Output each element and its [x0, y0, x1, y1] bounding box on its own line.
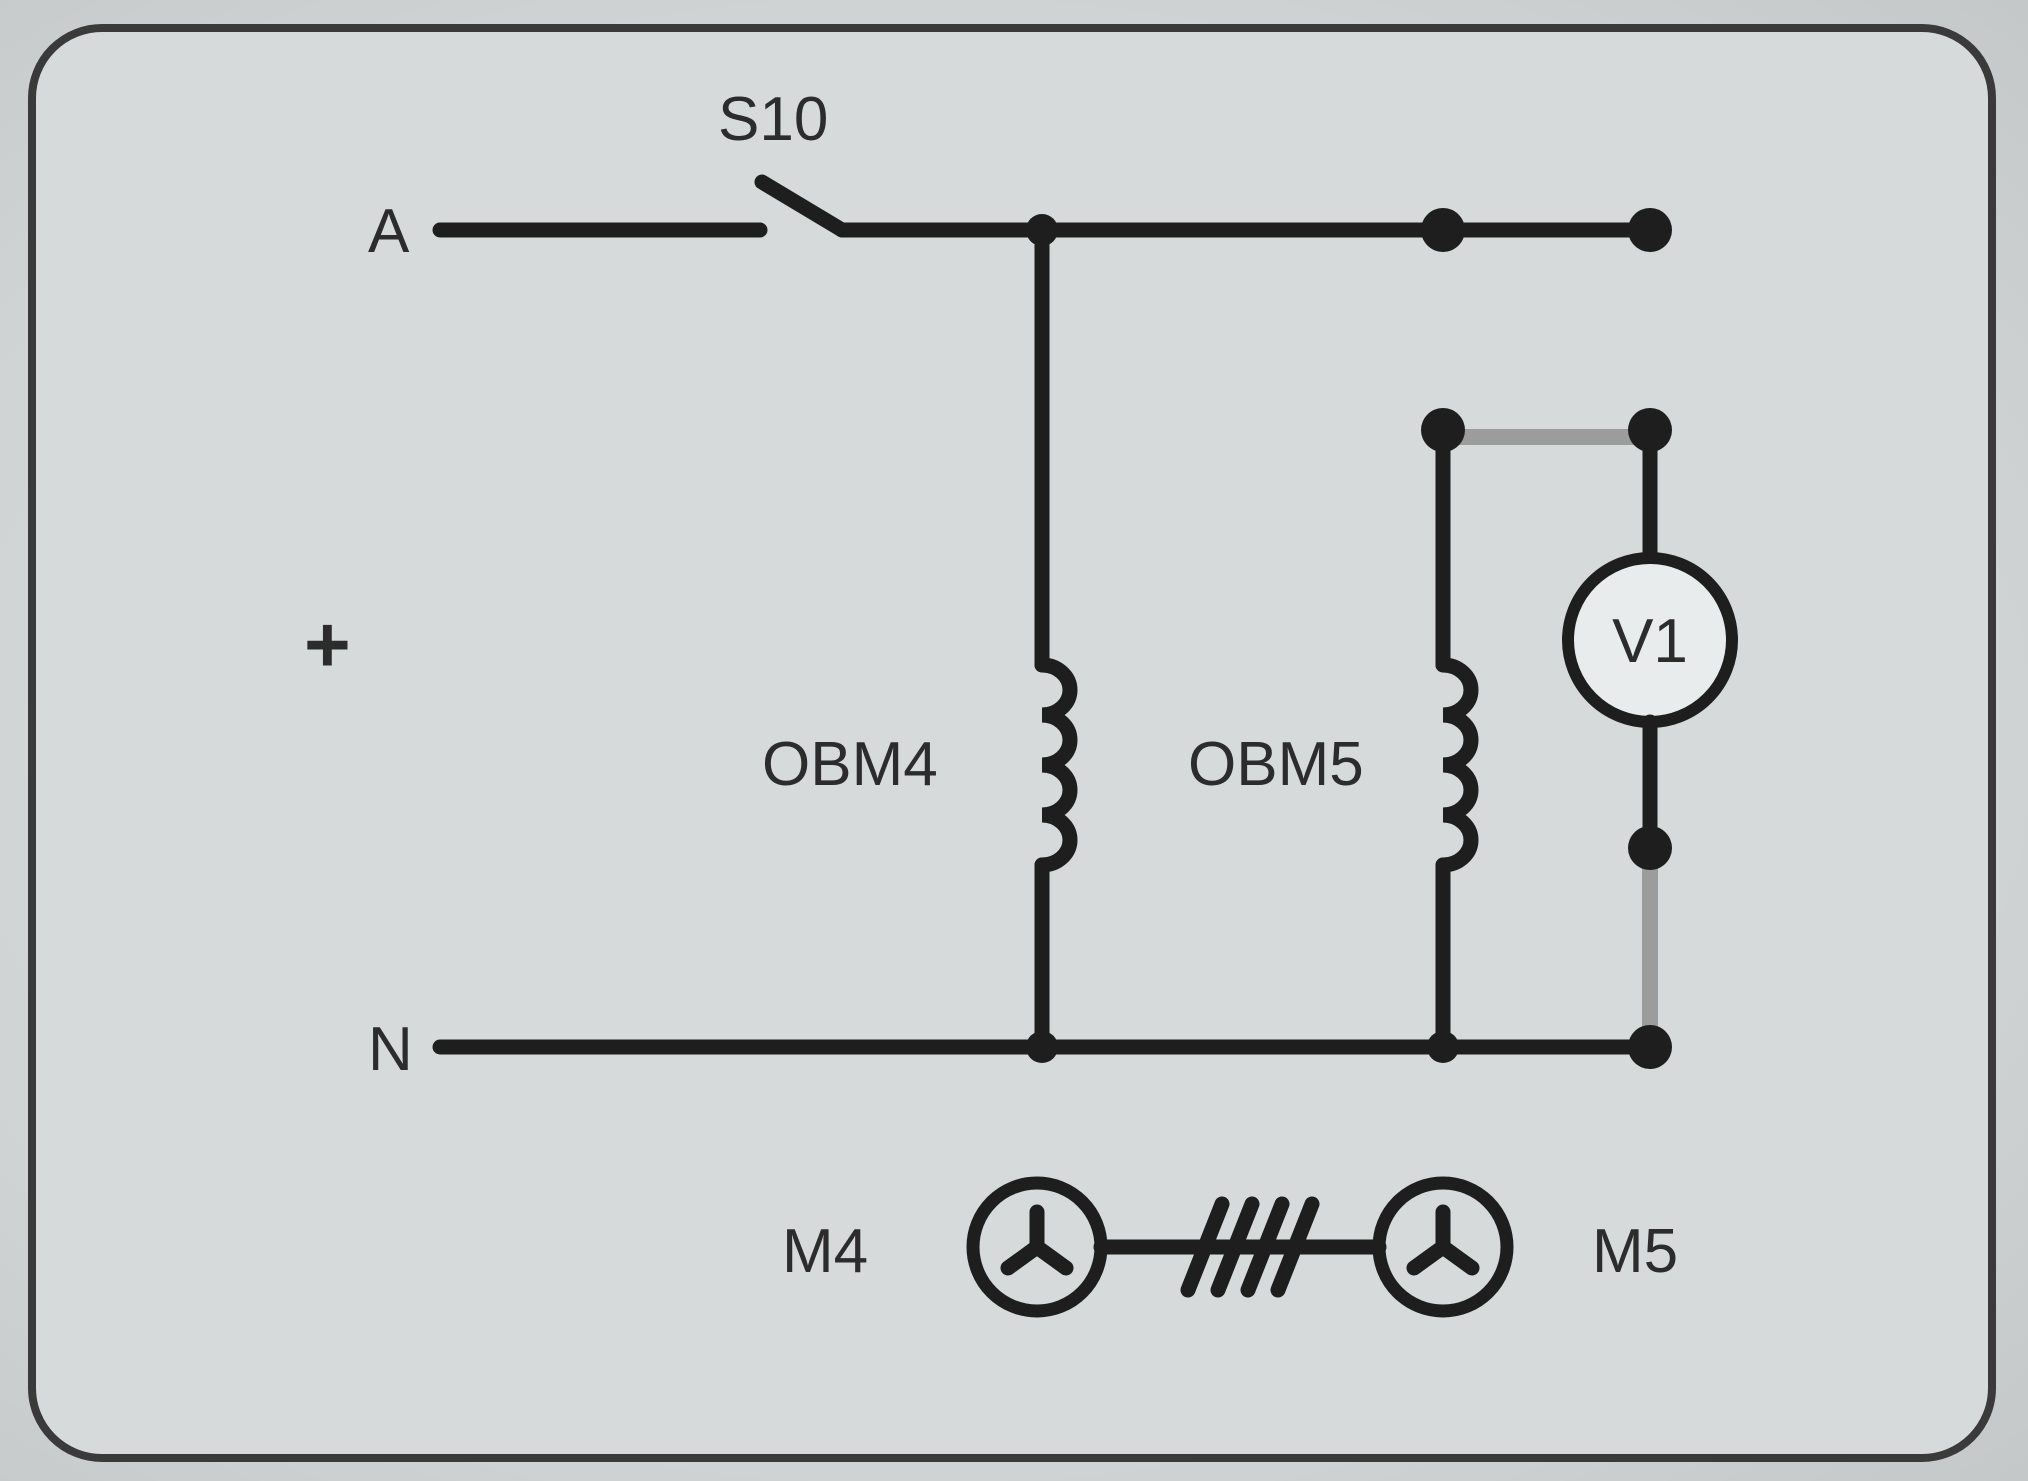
coil-obm5 — [1435, 422, 1479, 1055]
node-n-obm5 — [1427, 1031, 1459, 1063]
node-n-terminal[interactable] — [1628, 1025, 1672, 1069]
switch-s10-blade[interactable] — [754, 174, 850, 238]
panel-frame — [28, 24, 1996, 1462]
label-switch-s10: S10 — [718, 85, 828, 154]
node-obm5-top[interactable] — [1421, 408, 1465, 452]
label-coil-obm4: OBM4 — [762, 730, 938, 799]
node-a-terminal-1[interactable] — [1421, 208, 1465, 252]
coil-obm4 — [1034, 222, 1078, 1055]
line-a-conductor — [432, 174, 1658, 238]
label-coil-obm5: OBM5 — [1188, 730, 1364, 799]
shaft-coupling — [1093, 1196, 1387, 1298]
machine-m5-symbol-icon — [1406, 1204, 1480, 1276]
voltmeter-v1 — [1562, 422, 1738, 856]
label-polarity-plus: + — [304, 600, 351, 689]
node-v1-bottom[interactable] — [1628, 826, 1672, 870]
junction-nodes — [1026, 208, 1672, 1069]
coupling-hatch-icon — [1180, 1196, 1320, 1298]
label-line-a: A — [368, 197, 410, 266]
label-machine-m5: M5 — [1592, 1217, 1678, 1286]
label-line-n: N — [368, 1015, 413, 1084]
node-v1-top[interactable] — [1628, 408, 1672, 452]
node-a-terminal-2[interactable] — [1628, 208, 1672, 252]
node-a-obm4 — [1026, 214, 1058, 246]
label-voltmeter-v1: V1 — [1612, 607, 1688, 676]
label-machine-m4: M4 — [782, 1217, 868, 1286]
node-n-obm4 — [1026, 1031, 1058, 1063]
machine-m4-symbol-icon — [1000, 1204, 1074, 1276]
